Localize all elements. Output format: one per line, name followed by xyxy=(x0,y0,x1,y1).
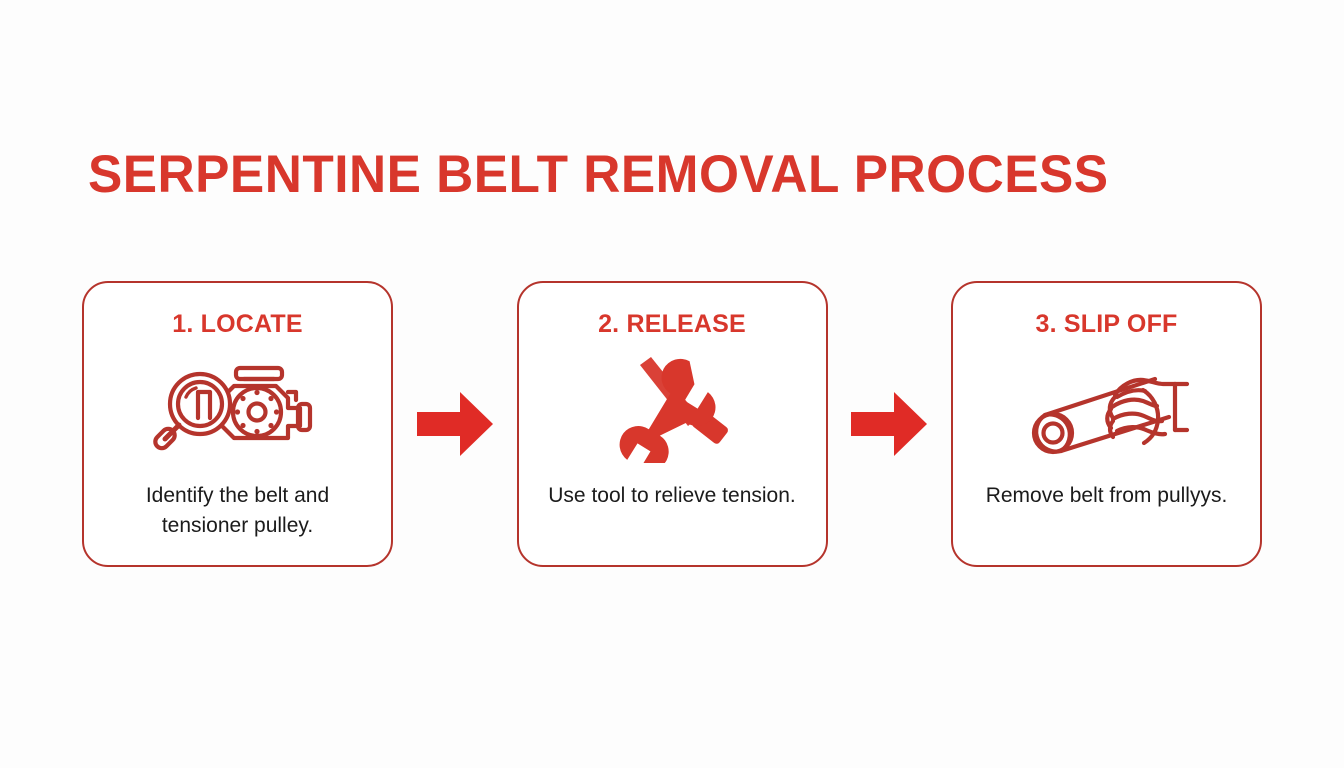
step-caption-release: Use tool to relieve tension. xyxy=(548,484,796,507)
step-card-slip-off[interactable]: 3. SLIP OFF xyxy=(951,281,1262,567)
arrow-right-icon-1 xyxy=(415,390,495,458)
process-steps-row: 1. LOCATE xyxy=(82,281,1262,567)
step-heading-slip-off: 3. SLIP OFF xyxy=(1035,310,1178,338)
step-caption-slip-off: Remove belt from pullyys. xyxy=(985,484,1228,507)
step-card-locate[interactable]: 1. LOCATE xyxy=(82,281,393,567)
wrench-tool-icon xyxy=(607,353,737,465)
arrow-right-icon-2 xyxy=(849,390,929,458)
step-heading-locate: 1. LOCATE xyxy=(172,310,303,338)
step-card-release[interactable]: 2. RELEASE Use tool to relieve tension. xyxy=(516,281,828,567)
hand-belt-icon xyxy=(1019,353,1195,465)
step-caption-locate: Identify the belt and tensioner pulley. xyxy=(145,484,330,537)
magnifier-engine-icon xyxy=(148,353,328,465)
step-heading-release: 2. RELEASE xyxy=(598,310,746,338)
page-title: SERPENTINE BELT REMOVAL PROCESS xyxy=(88,145,1109,204)
